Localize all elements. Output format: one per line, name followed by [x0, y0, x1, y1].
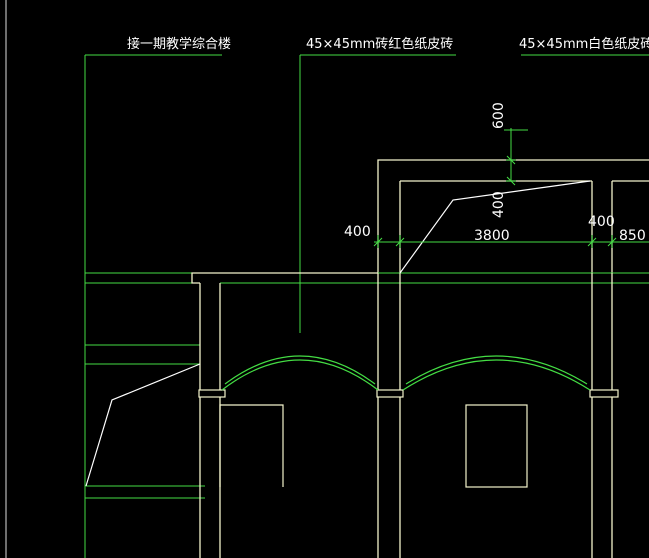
label-red-brick: 45×45mm砖红色纸皮砖 [306, 36, 453, 52]
existing-building-outline [84, 55, 205, 558]
floor-lines [220, 272, 649, 284]
dim-400-left: 400 [344, 224, 371, 240]
dim-400-vertical: 400 [491, 191, 507, 218]
label-building: 接一期教学综合楼 [127, 36, 231, 52]
label-white-brick: 45×45mm白色纸皮砖 [519, 36, 649, 52]
label-leaders [85, 54, 649, 333]
sloped-lines [85, 180, 591, 487]
column-capitals [198, 389, 619, 398]
dim-600: 600 [491, 102, 507, 129]
door-openings [219, 404, 528, 488]
dim-3800: 3800 [474, 228, 510, 244]
dimension-lines [373, 128, 649, 248]
arches [221, 355, 591, 391]
columns [199, 273, 613, 558]
dim-850: 850 [619, 228, 646, 244]
dim-400-right: 400 [588, 214, 615, 230]
roof-slab [191, 272, 378, 284]
